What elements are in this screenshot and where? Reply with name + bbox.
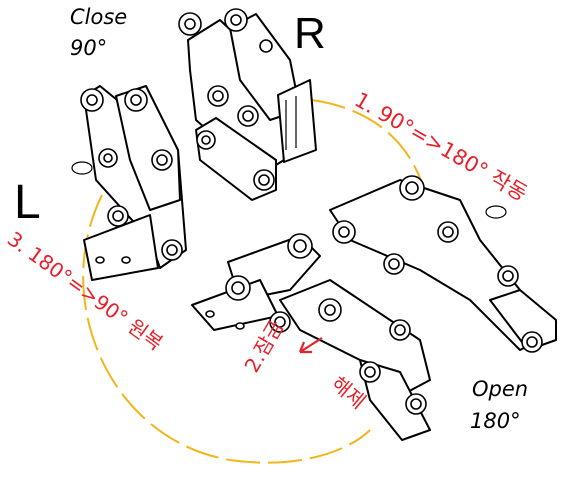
hinge-open bbox=[191, 175, 557, 441]
step2-label-part1: 2.잠금 bbox=[240, 316, 289, 376]
step1-label: 1. 90°=>180° 작동 bbox=[351, 88, 532, 206]
hinge-closed-right bbox=[178, 8, 317, 201]
open-angle: 180° bbox=[470, 409, 521, 433]
open-label: Open bbox=[472, 377, 528, 401]
right-label: R bbox=[294, 9, 326, 58]
left-label: L bbox=[14, 176, 41, 229]
rotation-path-bottom bbox=[82, 194, 371, 464]
close-label: Close bbox=[70, 5, 127, 29]
hinge-closed-left bbox=[71, 85, 187, 281]
unlock-arrow-icon bbox=[298, 337, 323, 354]
close-angle: 90° bbox=[70, 36, 107, 60]
